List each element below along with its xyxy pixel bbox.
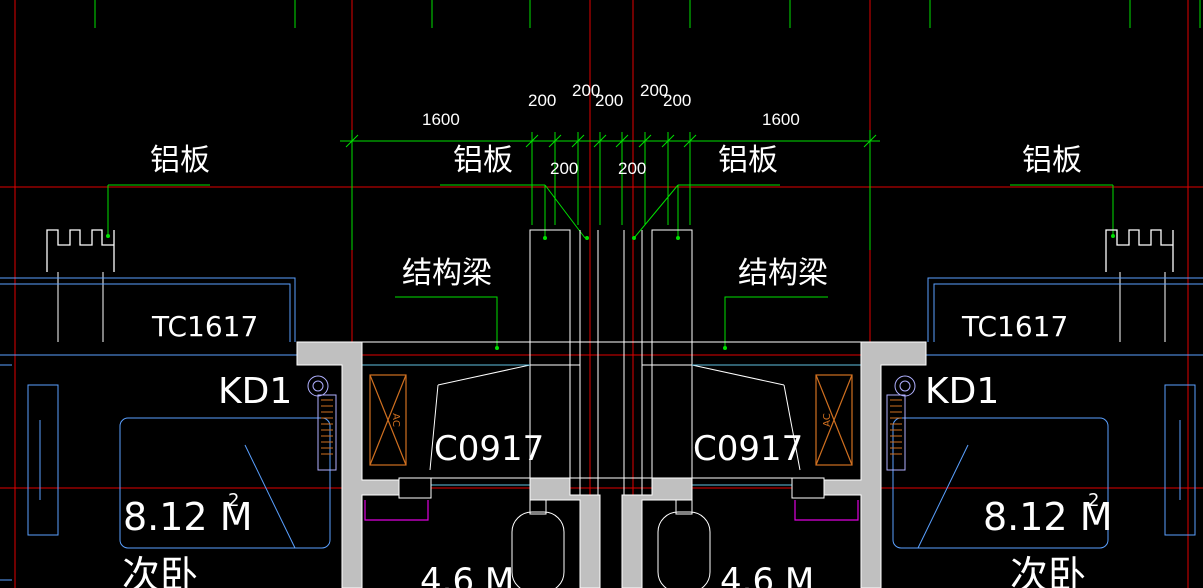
- leader-lines: [107, 184, 1114, 348]
- blue-lines: [0, 277, 1203, 581]
- dimension-line: [340, 130, 880, 250]
- label-tc-right: TC1617: [961, 310, 1068, 343]
- label-kd-right: KD1: [925, 371, 999, 412]
- text-labels: 铝板 铝板 铝板 铝板 结构梁 结构梁 TC1617 TC1617 KD1 KD…: [122, 143, 1112, 588]
- sinks: [364, 500, 859, 521]
- label-area-left: 8.12 M: [123, 495, 252, 539]
- dim-200-1: 200: [528, 91, 556, 110]
- area-superscript-right: 2: [1088, 490, 1099, 511]
- ac-units: [369, 374, 853, 466]
- label-c-right: C0917: [693, 429, 803, 469]
- dim-200-3: 200: [595, 91, 623, 110]
- dimension-texts: 1600 1600 200 200 200 200 200 200 200: [422, 81, 800, 178]
- label-beam-left: 结构梁: [402, 256, 492, 291]
- dim-200-4: 200: [640, 81, 668, 100]
- dim-200-7: 200: [618, 159, 646, 178]
- label-kd-left: KD1: [218, 371, 292, 412]
- dim-200-2: 200: [572, 81, 600, 100]
- green-top-ticks: [94, 0, 1201, 28]
- label-area-right: 8.12 M: [983, 495, 1112, 539]
- label-partial-right: 4.6 M: [720, 561, 814, 588]
- dim-1600-left: 1600: [422, 110, 460, 129]
- area-superscript-left: 2: [228, 490, 239, 511]
- label-beam-right: 结构梁: [738, 256, 828, 291]
- label-aluminum-3: 铝板: [718, 143, 778, 178]
- dim-200-6: 200: [550, 159, 578, 178]
- column-right: [791, 477, 825, 499]
- label-aluminum-1: 铝板: [150, 143, 210, 178]
- label-c-left: C0917: [434, 429, 544, 469]
- ac-label-left: AC: [390, 413, 401, 427]
- kd-devices: [307, 375, 916, 471]
- cyan-lines: [360, 364, 862, 486]
- label-partial-left: 4.6 M: [420, 561, 514, 588]
- walls: [296, 341, 927, 588]
- kd-coils: [321, 399, 902, 455]
- leader-dots: [106, 234, 1115, 350]
- dim-1600-right: 1600: [762, 110, 800, 129]
- toilets: [511, 499, 711, 588]
- label-aluminum-4: 铝板: [1022, 143, 1082, 178]
- label-room-right: 次卧: [1010, 553, 1086, 588]
- label-aluminum-2: 铝板: [453, 143, 513, 178]
- label-room-left: 次卧: [122, 553, 198, 588]
- label-tc-left: TC1617: [151, 310, 258, 343]
- ac-label-right: AC: [822, 413, 833, 427]
- dim-200-5: 200: [663, 91, 691, 110]
- column-left: [398, 477, 432, 499]
- structure-lines: [57, 229, 1166, 501]
- parapets: [46, 229, 1174, 272]
